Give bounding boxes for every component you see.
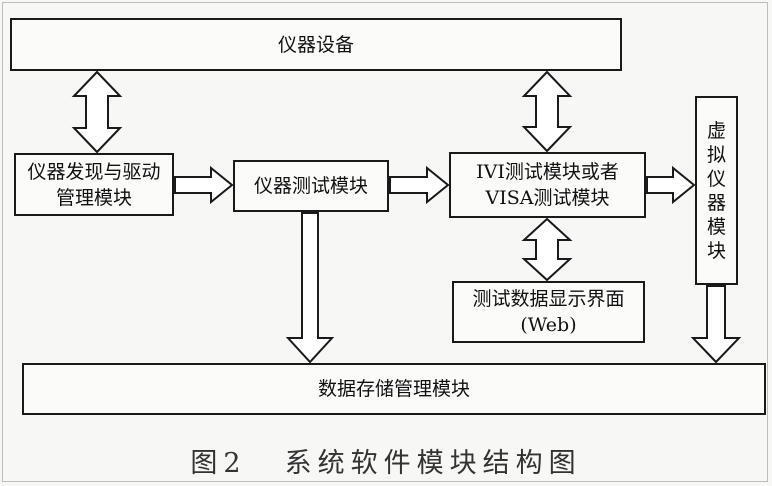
arrow-device-ivi	[521, 70, 573, 153]
box-virtual-instrument-char4: 器	[706, 191, 726, 214]
arrow-device-discovery	[71, 70, 123, 154]
box-instrument-device-label: 仪器设备	[277, 33, 354, 56]
box-storage-label: 数据存储管理模块	[317, 378, 470, 400]
arrow-test-ivi	[389, 165, 450, 205]
box-discovery-driver: 仪器发现与驱动 管理模块	[14, 153, 174, 216]
box-discovery-driver-line1: 仪器发现与驱动	[27, 160, 161, 183]
arrow-virtual-storage	[690, 285, 742, 364]
box-storage: 数据存储管理模块	[22, 363, 766, 415]
box-virtual-instrument-char5: 模	[706, 215, 726, 238]
arrow-discovery-test	[174, 165, 234, 205]
box-discovery-driver-line2: 管理模块	[55, 186, 132, 209]
box-instrument-device: 仪器设备	[10, 18, 622, 71]
box-instrument-test-label: 仪器测试模块	[253, 175, 368, 197]
figure-title: 系统软件模块结构图	[284, 447, 582, 479]
box-virtual-instrument-char1: 虚	[706, 119, 726, 142]
arrow-test-storage	[285, 212, 335, 364]
box-virtual-instrument-char6: 块	[706, 239, 726, 262]
box-ivi-visa-line2: VISA测试模块	[485, 187, 610, 209]
box-virtual-instrument: 虚 拟 仪 器 模 块	[695, 96, 738, 285]
box-test-display-line1: 测试数据显示界面	[472, 288, 625, 310]
box-test-display-line2: (Web)	[520, 314, 577, 336]
arrow-ivi-display	[521, 217, 573, 282]
box-virtual-instrument-char2: 拟	[706, 143, 726, 166]
box-test-display: 测试数据显示界面 (Web)	[452, 281, 645, 343]
box-instrument-test: 仪器测试模块	[233, 160, 389, 212]
figure-number: 图2	[190, 447, 247, 479]
arrow-ivi-virtual	[646, 165, 696, 205]
box-ivi-visa-line1: IVI测试模块或者	[476, 161, 619, 183]
box-ivi-visa: IVI测试模块或者 VISA测试模块	[449, 152, 646, 218]
figure-frame	[2, 2, 768, 482]
figure-caption: 图2 系统软件模块结构图	[0, 440, 772, 480]
box-virtual-instrument-char3: 仪	[706, 167, 726, 190]
